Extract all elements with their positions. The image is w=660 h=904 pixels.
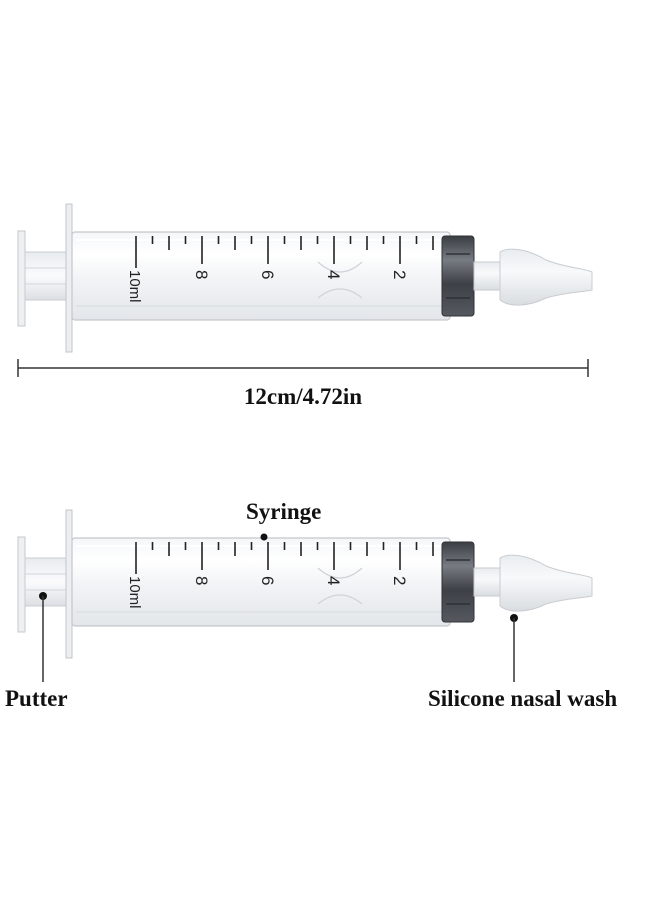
putter-label: Putter bbox=[5, 686, 68, 711]
scale-number: 2 bbox=[390, 270, 409, 279]
capacity-label: 10ml bbox=[126, 576, 143, 609]
syringe-label: Syringe bbox=[246, 499, 322, 524]
scale-number: 4 bbox=[324, 270, 343, 279]
scale-number: 6 bbox=[258, 576, 277, 585]
callout-nozzle-pointer bbox=[510, 614, 518, 682]
capacity-label: 10ml bbox=[126, 270, 143, 303]
callout-syringe-pointer bbox=[260, 533, 268, 541]
dimension-label: 12cm/4.72in bbox=[243, 384, 363, 409]
scale-ticks-top: 10ml 8 6 4 2 bbox=[126, 236, 434, 303]
scale-number: 8 bbox=[192, 270, 211, 279]
silicone-nasal-wash-label: Silicone nasal wash bbox=[428, 686, 618, 711]
callout-putter-pointer bbox=[39, 592, 47, 682]
scale-number: 4 bbox=[324, 576, 343, 585]
scale-ticks-bottom: 10ml 8 6 4 2 bbox=[126, 542, 434, 609]
scale-number: 2 bbox=[390, 576, 409, 585]
syringe-top: 10ml 8 6 4 2 bbox=[17, 203, 593, 353]
scale-number: 8 bbox=[192, 576, 211, 585]
syringe-bottom: 10ml 8 6 4 2 bbox=[17, 509, 593, 659]
dimension-line bbox=[17, 359, 589, 377]
scale-number: 6 bbox=[258, 270, 277, 279]
